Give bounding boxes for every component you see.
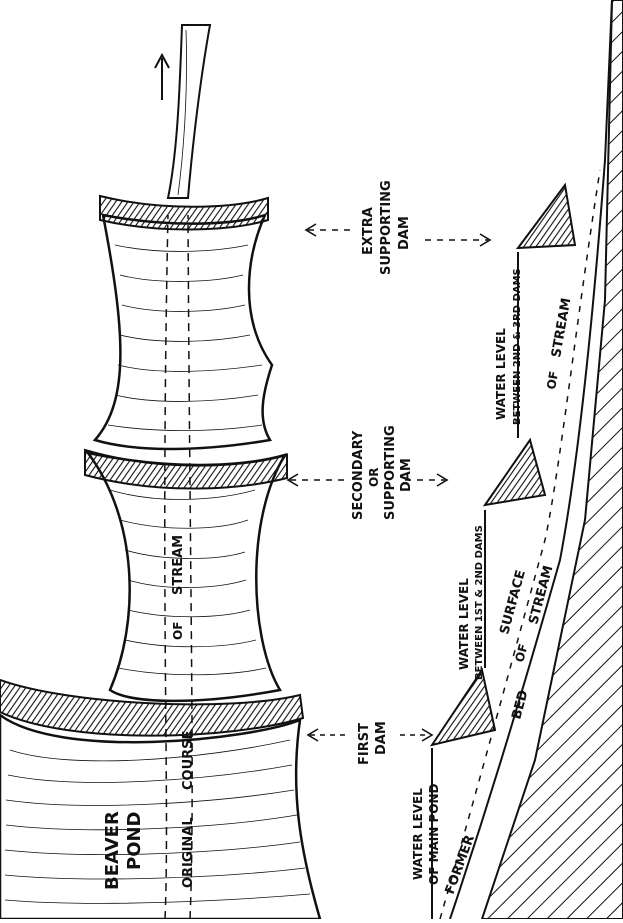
second-dam-plan (85, 450, 287, 489)
second-dam-section (485, 440, 545, 505)
label-extra-3: DAM (397, 216, 412, 250)
label-secondary-2: OR (367, 468, 381, 487)
label-extra-2: SUPPORTING (379, 180, 394, 275)
third-dam-plan (100, 196, 268, 229)
label-water-level-main-1: WATER LEVEL (411, 788, 425, 880)
main-pond (0, 715, 320, 919)
label-extra-1: EXTRA (361, 207, 376, 255)
label-stream-a: STREAM (526, 564, 556, 626)
flow-arrow-icon (155, 55, 169, 100)
label-beaver: BEAVER (102, 811, 123, 890)
third-pond (95, 215, 272, 449)
label-of: OF (171, 622, 185, 640)
label-pond: POND (124, 812, 145, 871)
second-pond (88, 453, 285, 701)
label-of-a: OF (512, 642, 530, 663)
label-water-level-main-2: OF MAIN POND (427, 783, 441, 885)
outflow-stream (168, 25, 210, 198)
label-secondary-1: SECONDARY (351, 430, 366, 520)
label-water-level-12-1: WATER LEVEL (457, 578, 471, 670)
label-water-level-23-2: BETWEEN 2ND & 3RD DAMS (512, 268, 523, 425)
label-first-dam-2: DAM (374, 721, 389, 755)
label-water-level-23-1: WATER LEVEL (494, 328, 508, 420)
label-stream: STREAM (171, 535, 186, 595)
ground-section (482, 0, 623, 919)
label-surface: SURFACE (497, 569, 529, 636)
third-dam-section (518, 185, 575, 248)
label-secondary-4: DAM (399, 458, 414, 492)
plan-view (0, 25, 320, 919)
label-stream-b: STREAM (549, 297, 574, 359)
label-first-dam-1: FIRST (357, 723, 372, 765)
label-secondary-3: SUPPORTING (383, 425, 398, 520)
section-view (432, 0, 623, 919)
label-bed: BED (509, 688, 531, 721)
label-original: ORIGINAL (181, 817, 196, 888)
label-water-level-12-2: BETWEEN 1ST & 2ND DAMS (474, 525, 485, 680)
label-of-b: OF (544, 370, 561, 391)
first-dam-section (432, 670, 495, 745)
label-course: COURSE (181, 731, 196, 790)
